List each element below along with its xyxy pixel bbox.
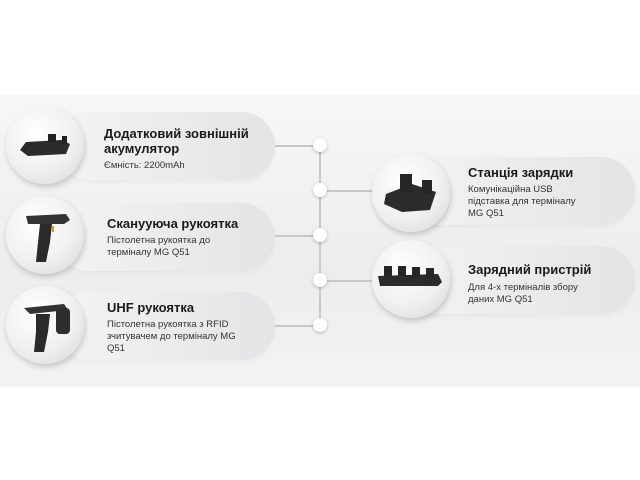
connector	[320, 280, 375, 282]
connector	[270, 235, 320, 237]
charging-station-icon	[372, 154, 450, 232]
item-title: Зарядний пристрій	[468, 262, 592, 277]
battery-pack-icon	[6, 106, 84, 184]
item-title: Станція зарядки	[468, 165, 574, 180]
connector	[270, 145, 320, 147]
scan-handle-icon	[6, 196, 84, 274]
item-title: Додатковий зовнішній акумулятор	[104, 126, 249, 156]
item-description: Пістолетна рукоятка з RFID зчитувачем до…	[107, 319, 236, 354]
node	[313, 318, 327, 332]
node	[313, 273, 327, 287]
item-title: UHF рукоятка	[107, 300, 195, 315]
item-title: Сканууюча рукоятка	[107, 216, 239, 231]
node	[313, 138, 327, 152]
item-description: Для 4-х терміналів збору даних MG Q51	[468, 282, 578, 305]
connector	[270, 325, 320, 327]
node	[313, 228, 327, 242]
node	[313, 183, 327, 197]
quad-charger-icon	[372, 240, 450, 318]
uhf-handle-icon	[6, 286, 84, 364]
item-description: Ємність: 2200mAh	[104, 160, 185, 171]
item-description: Пістолетна рукоятка до терміналу MG Q51	[107, 235, 211, 258]
item-description: Комунікаційна USB підставка для термінал…	[468, 184, 576, 219]
connector	[320, 190, 375, 192]
